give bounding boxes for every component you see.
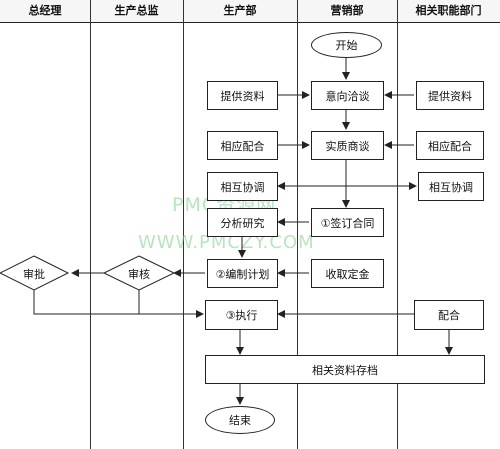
start-terminal: 开始 <box>311 32 382 58</box>
lane-header-production-director: 生产总监 <box>114 4 159 17</box>
func-coordinate-box: 相互协调 <box>418 172 484 201</box>
prod-provide-info-box: 提供资料 <box>207 81 278 110</box>
prod-cooperate-box: 相应配合 <box>207 131 278 160</box>
func-cooperate-box: 相应配合 <box>416 131 484 160</box>
lane-header-functional-depts: 相关职能部门 <box>415 4 482 17</box>
lane-header-band <box>0 0 500 23</box>
lane-header-sales-dept: 营销部 <box>330 4 364 17</box>
arrow-approve-to-execute <box>33 289 204 318</box>
decision-approve-shape <box>0 255 70 291</box>
sales-substantive-talk-box: 实质商谈 <box>311 131 384 160</box>
lane-header-general-manager: 总经理 <box>28 4 62 17</box>
sales-sign-contract-box: ①签订合同 <box>311 208 384 237</box>
watermark-url: WWW.PMCZY.COM <box>138 232 315 253</box>
func-assist-box: 配合 <box>414 300 484 330</box>
prod-execute-box: ③执行 <box>205 300 278 330</box>
lane-divider <box>183 0 184 449</box>
sales-intent-talk-box: 意向洽谈 <box>311 81 384 110</box>
func-provide-info-box: 提供资料 <box>416 81 484 110</box>
prod-analysis-box: 分析研究 <box>207 208 278 237</box>
archive-records-box: 相关资料存档 <box>205 355 485 384</box>
decision-review-shape <box>102 255 176 291</box>
sales-collect-deposit-box: 收取定金 <box>311 259 384 288</box>
prod-plan-box: ②编制计划 <box>207 259 278 288</box>
lane-header-production-dept: 生产部 <box>223 4 257 17</box>
decision-review-label: 审核 <box>128 268 150 281</box>
end-terminal: 结束 <box>205 406 275 434</box>
decision-approve-label: 审批 <box>23 268 45 281</box>
lane-divider <box>397 0 398 449</box>
prod-coordinate-box: 相互协调 <box>207 172 278 201</box>
lane-divider <box>297 0 298 449</box>
lane-divider <box>90 0 91 449</box>
